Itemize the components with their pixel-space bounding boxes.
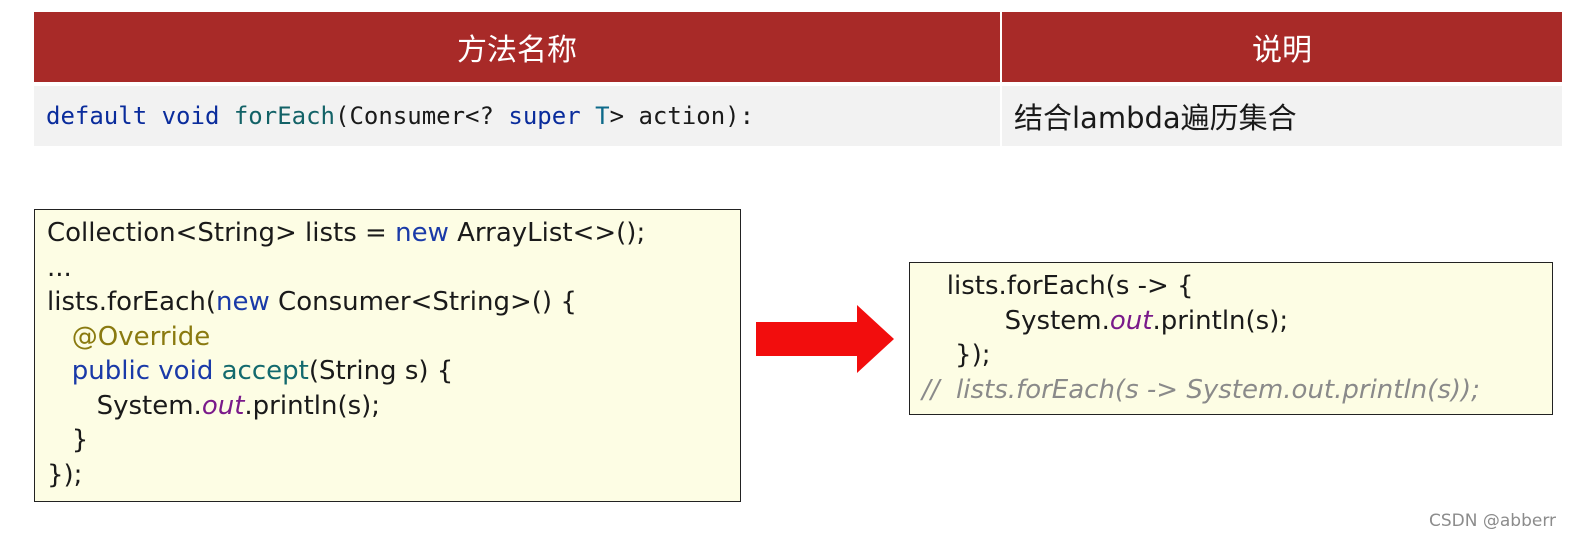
method-token xyxy=(219,102,233,130)
code-token: } xyxy=(47,425,89,455)
code-token: // lists.forEach(s -> System.out.println… xyxy=(922,374,1480,405)
table-header-row: 方法名称 说明 xyxy=(34,12,1562,84)
code-token: out xyxy=(201,390,245,421)
code-token: lists.forEach(s -> { xyxy=(922,271,1194,301)
code-line: }); xyxy=(47,458,740,493)
code-line: Collection<String> lists = new ArrayList… xyxy=(47,216,740,251)
method-token: (Consumer<? xyxy=(335,102,509,130)
code-line: @Override xyxy=(47,320,740,355)
lambda-code-box: lists.forEach(s -> { System.out.println(… xyxy=(909,262,1553,415)
code-token: void xyxy=(158,356,214,386)
method-token xyxy=(147,102,161,130)
code-line: // lists.forEach(s -> System.out.println… xyxy=(922,373,1552,408)
header-description: 说明 xyxy=(1001,12,1562,84)
code-line: public void accept(String s) { xyxy=(47,354,740,389)
code-token: Collection<String> lists = xyxy=(47,218,396,248)
code-line: } xyxy=(47,423,740,458)
method-table: 方法名称 说明 default void forEach(Consumer<? … xyxy=(34,12,1562,146)
method-signature: default void forEach(Consumer<? super T>… xyxy=(34,82,1002,146)
code-token: Consumer<String>() { xyxy=(269,287,577,317)
code-token: System. xyxy=(922,305,1110,336)
code-token: ... xyxy=(47,252,72,283)
code-token: accept xyxy=(221,356,309,386)
code-token: .println(s); xyxy=(244,390,381,421)
code-line: System.out.println(s); xyxy=(47,389,740,424)
code-line: ... xyxy=(47,251,740,286)
method-token xyxy=(581,102,595,130)
method-token: forEach xyxy=(233,102,336,130)
code-token: ArrayList<>(); xyxy=(448,218,646,248)
code-token: .println(s); xyxy=(1152,305,1289,336)
code-token: new xyxy=(216,287,270,317)
table-row: default void forEach(Consumer<? super T>… xyxy=(34,82,1562,146)
code-token: System. xyxy=(47,390,202,421)
method-token: > action): xyxy=(609,102,755,130)
code-token: }); xyxy=(922,340,991,370)
watermark: CSDN @abberr xyxy=(1428,511,1556,531)
code-token xyxy=(213,356,221,386)
method-token: T xyxy=(595,102,610,130)
code-line: }); xyxy=(922,338,1552,373)
code-token: lists.forEach( xyxy=(47,287,217,317)
code-line: lists.forEach(new Consumer<String>() { xyxy=(47,285,740,320)
method-description: 结合lambda遍历集合 xyxy=(1001,82,1562,146)
code-token: out xyxy=(1109,305,1153,336)
code-token: new xyxy=(395,218,449,248)
code-token xyxy=(47,322,72,352)
anonymous-class-code-box: Collection<String> lists = new ArrayList… xyxy=(34,209,741,502)
code-token: @Override xyxy=(71,321,211,352)
method-token: void xyxy=(161,102,220,130)
header-method-name: 方法名称 xyxy=(34,12,1002,84)
code-line: System.out.println(s); xyxy=(922,304,1552,339)
code-line: lists.forEach(s -> { xyxy=(922,269,1552,304)
method-token: default xyxy=(46,102,148,130)
code-token: }); xyxy=(47,459,83,490)
method-token: super xyxy=(508,102,581,130)
code-token xyxy=(47,356,72,386)
code-token: public xyxy=(71,356,151,386)
right-arrow-icon xyxy=(756,305,894,373)
code-token: (String s) { xyxy=(308,356,454,386)
